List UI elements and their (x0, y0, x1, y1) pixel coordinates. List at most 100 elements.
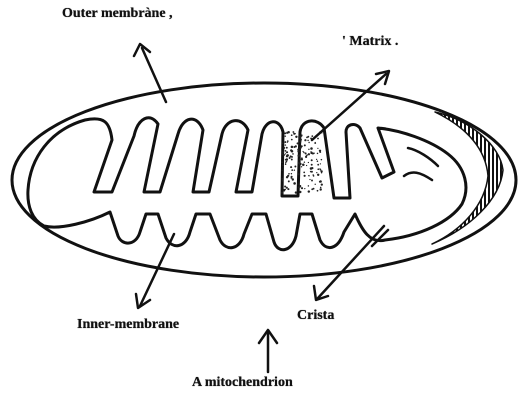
matrix-dot (287, 188, 289, 190)
matrix-dot (321, 183, 323, 185)
matrix-dot (291, 146, 294, 149)
matrix-dot (320, 188, 322, 190)
matrix-dot (308, 175, 309, 176)
matrix-dot (288, 173, 290, 175)
matrix-dot (304, 175, 306, 177)
shaded-end (432, 112, 503, 244)
matrix-dot (291, 176, 293, 178)
outer-membrane-label: Outer membràne , (62, 7, 173, 21)
matrix-dot (301, 135, 303, 137)
matrix-dot (286, 176, 288, 178)
matrix-dot (290, 156, 291, 157)
matrix-dot (286, 132, 288, 134)
matrix-dot (311, 167, 313, 169)
matrix-dot (320, 187, 322, 189)
matrix-dot (301, 187, 303, 189)
matrix-dot (288, 180, 290, 182)
matrix-dot (293, 146, 295, 148)
matrix-dot (281, 192, 283, 194)
matrix-dot (297, 150, 299, 152)
matrix-dot (285, 163, 287, 165)
matrix-dot (300, 139, 302, 141)
matrix-dot (299, 191, 301, 193)
matrix-dot (311, 159, 313, 161)
matrix-dot (299, 163, 301, 165)
matrix-dot (292, 131, 294, 133)
matrix-dot (286, 151, 288, 153)
matrix-dot (295, 191, 297, 193)
matrix-dot (294, 170, 295, 171)
matrix-dot (308, 142, 309, 143)
matrix-dot (285, 159, 287, 161)
matrix-dot (295, 133, 296, 134)
matrix-dot (301, 166, 302, 167)
matrix-dot (293, 182, 296, 185)
matrix-dot (311, 135, 313, 137)
matrix-dot (284, 132, 286, 134)
matrix-dot (307, 140, 309, 142)
matrix-dot (308, 162, 309, 163)
matrix-dot (317, 164, 319, 166)
matrix-dot (311, 180, 313, 182)
inner-membrane-label: Inner-membrane (77, 318, 179, 332)
matrix-dot (297, 183, 298, 184)
matrix-dot (321, 159, 323, 161)
matrix-dot (295, 136, 297, 138)
matrix-dot (298, 186, 300, 188)
matrix-dot (308, 153, 310, 155)
matrix-dot (284, 189, 286, 191)
matrix-dot (300, 141, 302, 143)
matrix-dot (306, 154, 308, 156)
matrix-stipple (281, 131, 323, 194)
matrix-dot (319, 180, 322, 183)
matrix-dot (286, 147, 288, 149)
matrix-dot (317, 160, 319, 162)
matrix-dot (306, 137, 308, 139)
matrix-dot (285, 153, 286, 154)
matrix-dot (282, 142, 284, 144)
matrix-dot (305, 152, 307, 154)
matrix-dot (287, 140, 289, 142)
matrix-dot (282, 180, 284, 182)
matrix-dot (283, 154, 285, 156)
matrix-dot (310, 171, 312, 173)
matrix-dot (304, 139, 306, 141)
matrix-dot (310, 147, 313, 150)
matrix-dot (299, 158, 301, 160)
matrix-dot (291, 169, 293, 171)
matrix-dot (292, 153, 294, 155)
matrix-dot (315, 184, 316, 185)
matrix-dot (291, 139, 293, 141)
matrix-dot (291, 173, 292, 174)
outer-membrane (12, 83, 516, 277)
matrix-dot (317, 174, 319, 176)
matrix-dot (311, 188, 313, 190)
matrix-dot (292, 178, 294, 180)
matrix-dot (294, 166, 296, 168)
crista-right (404, 148, 438, 180)
matrix-dot (281, 153, 283, 155)
matrix-dot (290, 166, 292, 168)
matrix-dot (306, 165, 307, 166)
inner-membrane (28, 118, 466, 250)
matrix-dot (281, 178, 283, 180)
diagram-caption: A mitochendrion (192, 376, 293, 390)
matrix-dot (314, 142, 316, 144)
matrix-dot (285, 162, 286, 163)
matrix-dot (308, 149, 309, 150)
matrix-dot (317, 138, 319, 140)
matrix-dot (299, 146, 301, 148)
matrix-dot (319, 168, 320, 169)
matrix-dot (317, 190, 319, 192)
matrix-dot (317, 148, 318, 149)
matrix-dot (311, 164, 313, 166)
crista-arrow (314, 226, 388, 300)
matrix-dot (298, 135, 301, 138)
matrix-dot (312, 174, 313, 175)
caption-arrow (259, 330, 277, 372)
matrix-dot (308, 190, 310, 192)
matrix-dot (310, 151, 311, 152)
matrix-dot (285, 150, 287, 152)
matrix-dot (319, 150, 321, 152)
